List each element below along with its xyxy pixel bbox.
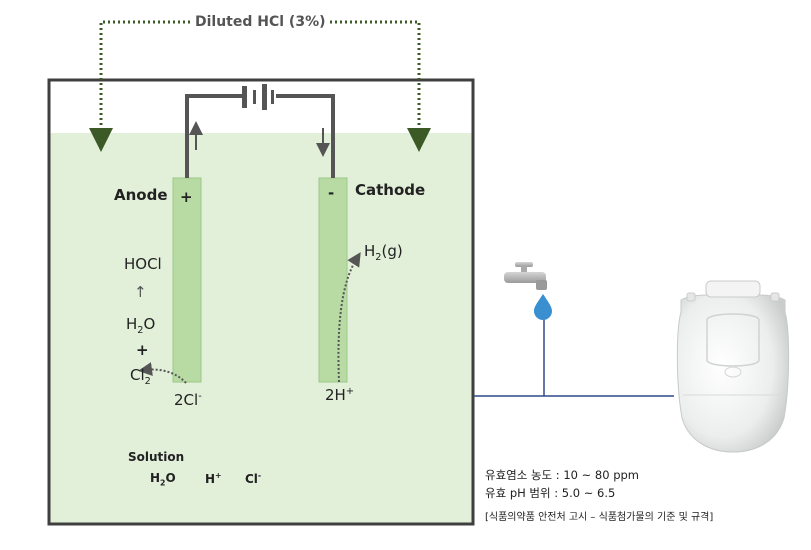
anode-wire	[185, 94, 242, 178]
solution-chloride-ion: Cl-	[245, 471, 262, 486]
solution-hydrogen-ion: H+	[205, 471, 222, 486]
hcl-feed-left-arrow	[89, 20, 195, 152]
cathode-label: Cathode	[355, 181, 426, 199]
plus-sign: +	[136, 341, 149, 359]
cathode-wire	[276, 94, 335, 178]
chloride-formula: 2Cl-	[174, 391, 202, 409]
hocl-label: HOCl	[124, 255, 162, 273]
chlorine-formula: Cl2	[130, 366, 151, 387]
solution-label: Solution	[128, 450, 185, 464]
hydrogen-ion-formula: 2H+	[325, 386, 354, 404]
solution-water: H2O	[150, 471, 176, 488]
faucet-icon	[504, 262, 547, 290]
tank	[47, 78, 475, 526]
source-note: [식품의약품 안전처 고시 – 식품첨가물의 기준 및 규격]	[485, 512, 714, 523]
diagram-title: Diluted HCl (3%)	[192, 15, 329, 29]
hydrogen-gas-formula: H2(g)	[364, 242, 403, 263]
water-formula: H2O	[126, 315, 156, 336]
chlorine-concentration-note: 유효염소 농도 : 10 ~ 80 ppm	[485, 468, 639, 482]
cathode-sign: -	[328, 184, 335, 202]
storage-jug-icon	[674, 277, 790, 453]
water-drop-icon	[534, 294, 552, 320]
anode-sign: +	[180, 188, 193, 206]
battery-icon	[242, 84, 274, 110]
solution-fill	[49, 133, 473, 524]
anode-electrode	[172, 177, 202, 383]
ph-range-note: 유효 pH 범위 : 5.0 ~ 6.5	[485, 486, 616, 500]
up-arrow-icon: ↑	[134, 283, 147, 301]
anode-label: Anode	[114, 186, 168, 204]
hydrogen-rise-arrow	[337, 252, 361, 383]
chloride-to-chlorine-arrow	[138, 362, 187, 384]
cathode-electrode	[318, 177, 348, 383]
